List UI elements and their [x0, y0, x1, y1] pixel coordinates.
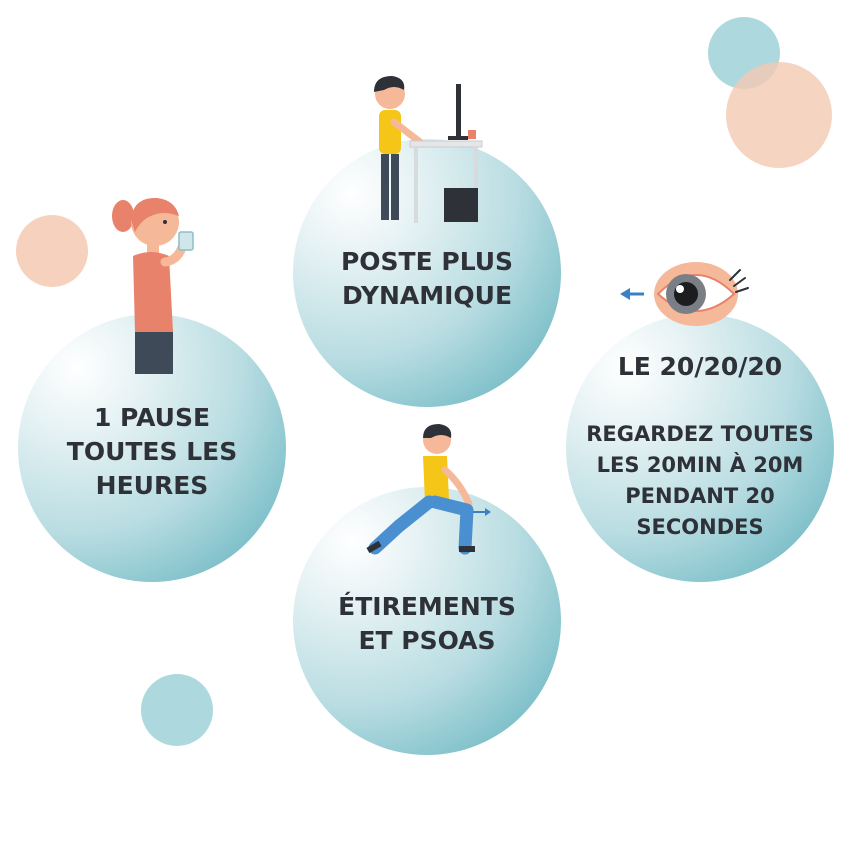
- decor-circle-peach-top: [726, 62, 832, 168]
- standing-desk-icon: [362, 70, 487, 225]
- decor-circle-teal-bottom: [141, 674, 213, 746]
- pause-bubble-text: 1 PAUSE TOUTES LES HEURES: [66, 403, 238, 500]
- woman-drinking-icon: [105, 192, 205, 377]
- poste-bubble: POSTE PLUS DYNAMIQUE: [293, 139, 561, 407]
- stretch-bubble: ÉTIREMENTS ET PSOAS: [293, 487, 561, 755]
- rule-bubble-text: REGARDEZ TOUTES LES 20MIN À 20M PENDANT …: [586, 422, 814, 539]
- poste-bubble-text: POSTE PLUS DYNAMIQUE: [340, 247, 514, 310]
- stretch-bubble-text: ÉTIREMENTS ET PSOAS: [338, 592, 516, 655]
- decor-circle-peach-left: [16, 215, 88, 287]
- rule-bubble-title: LE 20/20/20: [617, 352, 783, 381]
- stretching-man-icon: [365, 422, 495, 562]
- rule-bubble: LE 20/20/20 REGARDEZ TOUTES LES 20MIN À …: [566, 314, 834, 582]
- eye-icon: [618, 258, 750, 330]
